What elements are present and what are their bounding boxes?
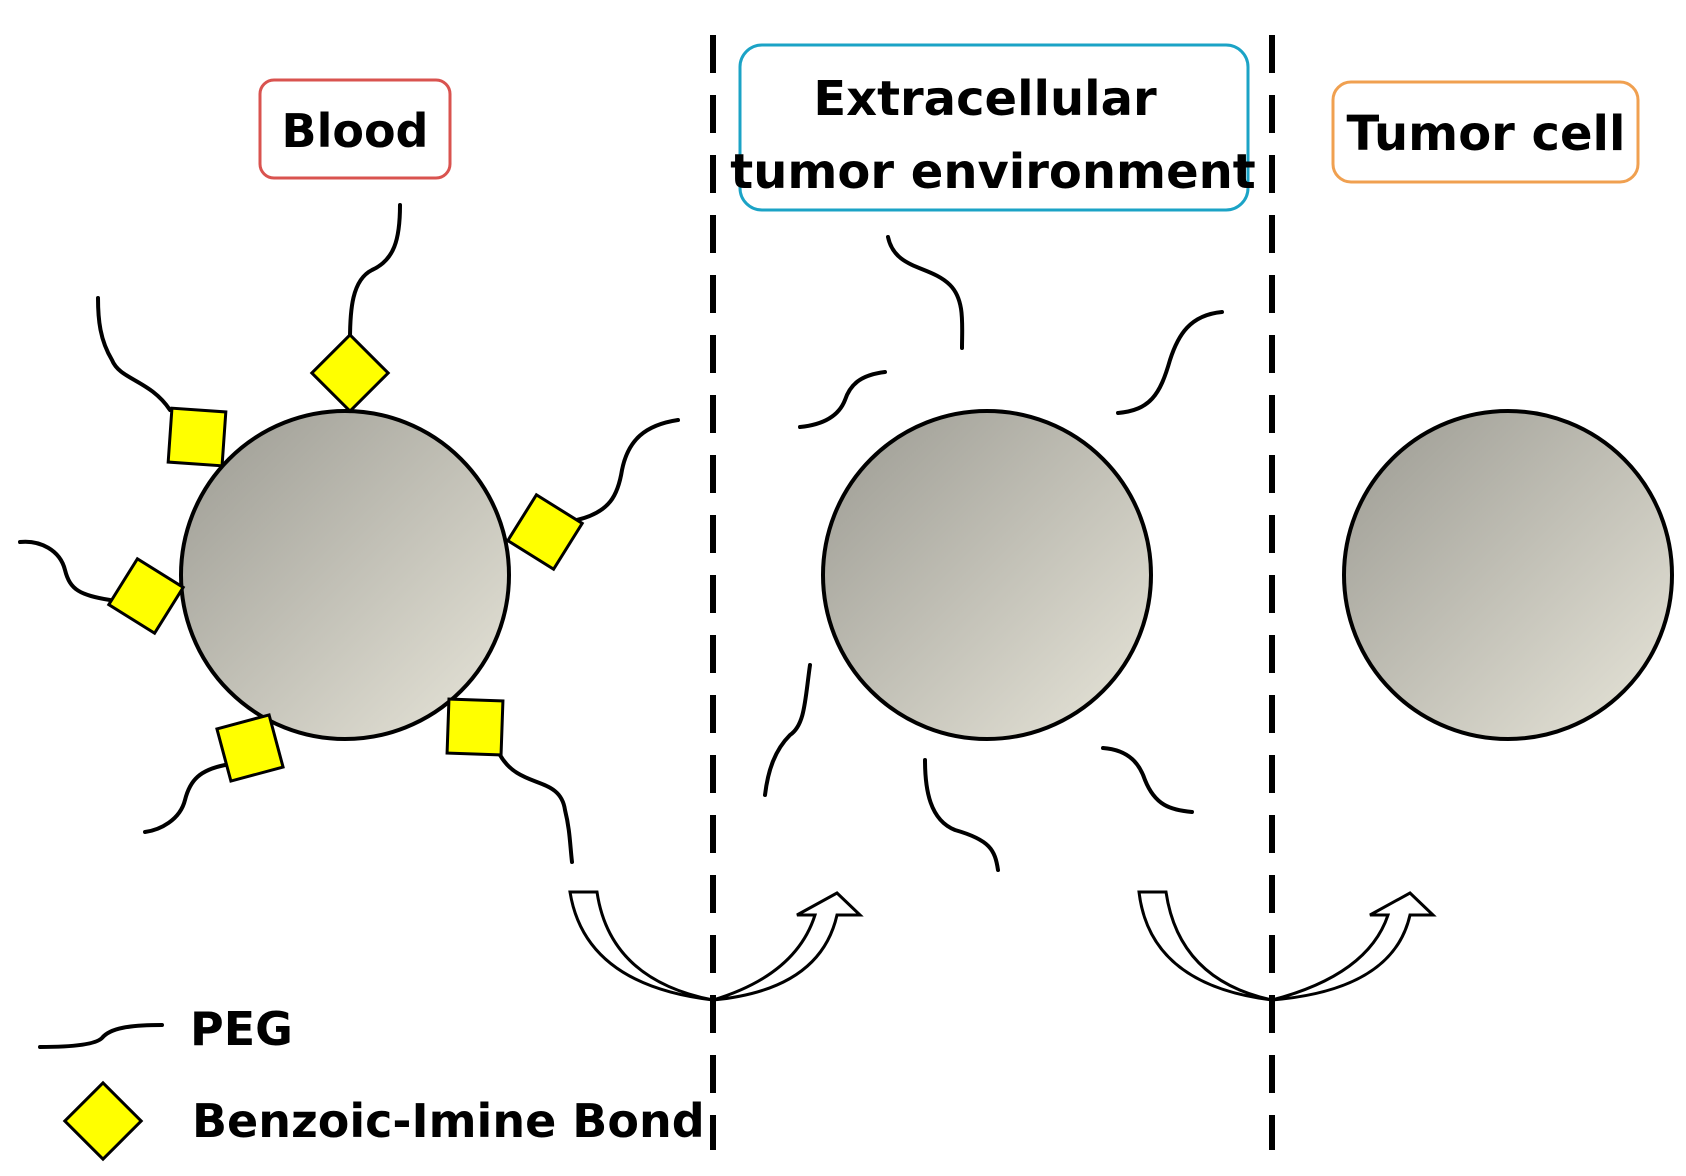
peg-chain bbox=[498, 753, 574, 864]
detached-peg-chain bbox=[798, 370, 887, 429]
benzoic-imine-bond bbox=[215, 713, 285, 783]
blood-header-box bbox=[258, 78, 452, 180]
extracellular-header-box bbox=[738, 43, 1250, 212]
extracellular-label-line2: tumor environment bbox=[730, 144, 1255, 200]
curved-arrow-icon[interactable] bbox=[568, 890, 864, 1002]
benzoic-imine-bond bbox=[309, 332, 391, 414]
benzoic-imine-bond bbox=[106, 556, 186, 636]
benzoic-imine-bond bbox=[505, 492, 585, 572]
nanoparticle-core bbox=[821, 409, 1153, 741]
yellow-diamond-icon bbox=[62, 1080, 144, 1162]
curved-arrow-icon[interactable] bbox=[1137, 890, 1437, 1002]
peg-chain bbox=[96, 296, 172, 412]
nanoparticle-core bbox=[179, 409, 511, 741]
detached-peg-chain bbox=[923, 758, 1000, 872]
peg-coated-nanoparticle bbox=[18, 203, 680, 864]
tumor-cell-header: Tumor cell bbox=[1331, 80, 1640, 184]
extracellular-label-line1: Extracellular bbox=[813, 71, 1157, 127]
wavy-line-icon bbox=[38, 1023, 164, 1049]
peg-chain bbox=[143, 763, 227, 834]
tumor-cell-label: Tumor cell bbox=[1347, 106, 1626, 162]
tumor-cell-header-box bbox=[1331, 80, 1640, 184]
legend-peg-label: PEG bbox=[190, 1002, 293, 1056]
detached-peg-chain bbox=[1101, 746, 1194, 814]
legend: PEG Benzoic-Imine Bond bbox=[38, 1002, 705, 1162]
nanoparticle-core bbox=[1342, 409, 1674, 741]
peg-chain bbox=[348, 203, 402, 342]
legend-bond-label: Benzoic-Imine Bond bbox=[192, 1094, 705, 1148]
peg-chain bbox=[575, 418, 680, 522]
benzoic-imine-bond bbox=[445, 697, 505, 757]
peg-chain bbox=[18, 539, 112, 602]
depegylated-nanoparticle bbox=[763, 235, 1224, 872]
detached-peg-chain bbox=[763, 663, 812, 797]
detached-peg-chain bbox=[886, 235, 965, 350]
detached-peg-chain bbox=[1116, 310, 1224, 415]
internalized-nanoparticle bbox=[1342, 409, 1674, 741]
benzoic-imine-bond bbox=[166, 406, 228, 468]
blood-header: Blood bbox=[258, 78, 452, 180]
extracellular-header: Extracellular tumor environment bbox=[730, 43, 1256, 212]
blood-label: Blood bbox=[282, 104, 429, 158]
